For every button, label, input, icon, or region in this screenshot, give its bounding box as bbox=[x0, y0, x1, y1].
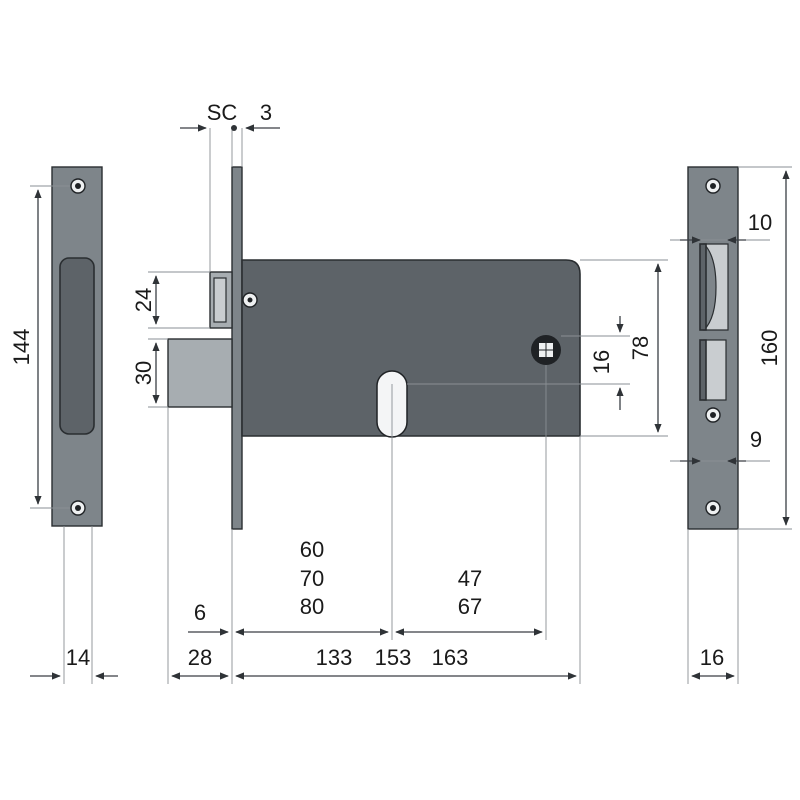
bolt-height-label: 30 bbox=[131, 361, 156, 385]
strike-bolt-recess bbox=[703, 339, 727, 401]
lock-case bbox=[241, 259, 581, 437]
dimension-160: 160 bbox=[738, 166, 792, 530]
lock-body-assembly bbox=[167, 166, 581, 530]
dimension-sc-3: SC 3 bbox=[180, 100, 280, 272]
dimension-16-strike: 16 bbox=[687, 529, 739, 684]
bolt-throw-label: 28 bbox=[188, 645, 212, 670]
strike-latch-recess-edge bbox=[699, 243, 707, 331]
faceplate-top-screw-core bbox=[75, 183, 81, 189]
front-faceplate bbox=[51, 166, 103, 527]
overall-length-2: 153 bbox=[375, 645, 412, 670]
strike-bolt-recess-edge bbox=[699, 339, 707, 401]
dead-bolt bbox=[167, 338, 233, 408]
distance-options: 47 67 bbox=[395, 566, 543, 636]
faceplate-width-label: 14 bbox=[66, 645, 90, 670]
dimension-30: 30 bbox=[131, 338, 168, 408]
overall-length-1: 133 bbox=[316, 645, 353, 670]
latch-height-label: 24 bbox=[131, 288, 156, 312]
dimension-6: 6 bbox=[188, 600, 229, 636]
backset-option-3: 80 bbox=[300, 594, 324, 619]
distance-option-2: 67 bbox=[458, 594, 482, 619]
latch-bevel bbox=[213, 277, 227, 323]
strike-height-label: 160 bbox=[757, 330, 782, 367]
body-height-label: 78 bbox=[628, 336, 653, 360]
overall-length-3: 163 bbox=[432, 645, 469, 670]
dimension-144: 144 bbox=[9, 185, 70, 509]
strike-bottom-gap-label: 9 bbox=[750, 427, 762, 452]
dimension-9: 9 bbox=[670, 427, 770, 465]
faceplate-slot bbox=[59, 257, 95, 435]
strike-width-label: 16 bbox=[700, 645, 724, 670]
backset-option-1: 60 bbox=[300, 537, 324, 562]
backset-options: 60 70 80 bbox=[235, 537, 389, 636]
dimension-14: 14 bbox=[30, 526, 118, 684]
sc-label: SC bbox=[207, 100, 238, 125]
strike-top-gap-label: 10 bbox=[748, 210, 772, 235]
dimension-10: 10 bbox=[670, 210, 772, 244]
follower-size-label: 16 bbox=[589, 350, 614, 374]
backset-gap-label: 3 bbox=[260, 100, 272, 125]
bolt-offset-label: 6 bbox=[194, 600, 206, 625]
dimension-16-follower: 16 bbox=[407, 316, 630, 410]
strike-plate bbox=[687, 166, 739, 530]
dimension-78: 78 bbox=[580, 259, 668, 437]
distance-option-1: 47 bbox=[458, 566, 482, 591]
bottom-dimension-row: 28 133 153 163 bbox=[171, 645, 577, 680]
backset-option-2: 70 bbox=[300, 566, 324, 591]
bottom-extension-lines bbox=[167, 365, 581, 684]
dimension-24: 24 bbox=[131, 271, 210, 329]
front-plate-side bbox=[231, 166, 243, 530]
faceplate-bottom-screw-core bbox=[75, 505, 81, 511]
faceplate-height-label: 144 bbox=[9, 329, 34, 366]
